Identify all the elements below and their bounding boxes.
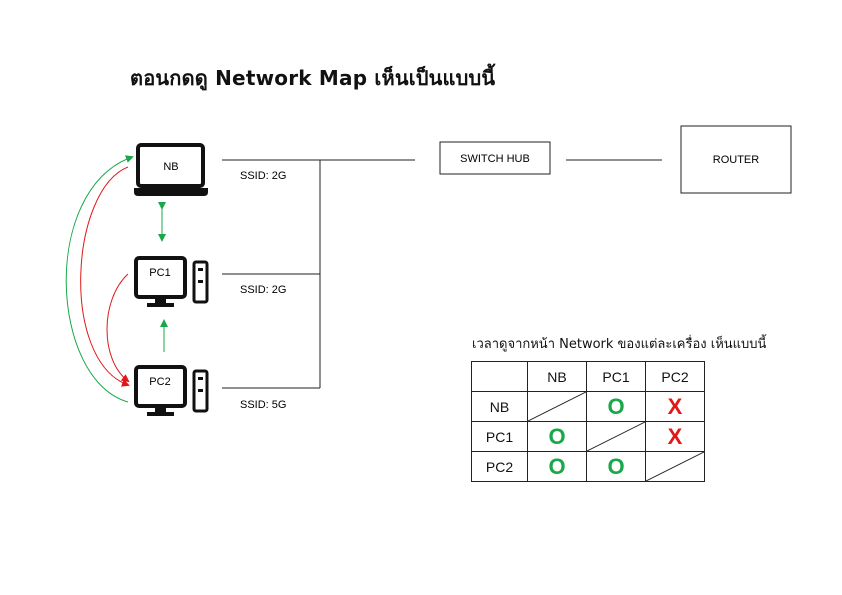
nb-ssid: SSID: 2G bbox=[240, 170, 286, 182]
network-links bbox=[222, 159, 662, 389]
not-visible-mark: X bbox=[667, 423, 683, 449]
matrix-cell: O bbox=[527, 451, 587, 482]
matrix-cell-self bbox=[527, 391, 587, 422]
matrix-cell: O bbox=[527, 421, 587, 452]
pc2-label: PC2 bbox=[149, 376, 170, 388]
page-title: ตอนกดดู Network Map เห็นเป็นแบบนี้ bbox=[130, 66, 496, 90]
switch-hub-label: SWITCH HUB bbox=[460, 153, 530, 165]
matrix-cell: X bbox=[645, 421, 705, 452]
pc1-to-pc2-arrow bbox=[106, 273, 130, 383]
visible-mark: O bbox=[607, 453, 625, 479]
pc1-ssid: SSID: 2G bbox=[240, 284, 286, 296]
switch-hub-box: SWITCH HUB bbox=[439, 141, 551, 175]
matrix-col-header: PC1 bbox=[586, 361, 646, 392]
desktop-pc-icon: PC1 bbox=[134, 256, 209, 307]
matrix-row: PC1 O X bbox=[471, 421, 705, 452]
desktop-pc-icon: PC2 bbox=[134, 365, 209, 416]
matrix-header-row: NB PC1 PC2 bbox=[471, 361, 705, 392]
matrix-corner-cell bbox=[471, 361, 528, 392]
visible-mark: O bbox=[548, 453, 566, 479]
visible-mark: O bbox=[548, 423, 566, 449]
router-box: ROUTER bbox=[680, 125, 792, 194]
matrix-cell: X bbox=[645, 391, 705, 422]
matrix-cell: O bbox=[586, 391, 646, 422]
matrix-caption: เวลาดูจากหน้า Network ของแต่ละเครื่อง เห… bbox=[472, 337, 767, 352]
nb-label: NB bbox=[163, 161, 178, 173]
laptop-icon: NB bbox=[134, 143, 208, 196]
matrix-col-header: PC2 bbox=[645, 361, 705, 392]
nb-to-pc2-arrow bbox=[80, 166, 130, 387]
matrix-row-header: PC1 bbox=[471, 421, 528, 452]
matrix-col-header: NB bbox=[527, 361, 587, 392]
pc2-to-nb-arrow bbox=[65, 155, 134, 403]
matrix-row-header: PC2 bbox=[471, 451, 528, 482]
visibility-matrix: NB PC1 PC2 NB O X PC1 O X PC2 O O bbox=[471, 361, 705, 482]
matrix-row: NB O X bbox=[471, 391, 705, 422]
pc2-ssid: SSID: 5G bbox=[240, 399, 286, 411]
matrix-row-header: NB bbox=[471, 391, 528, 422]
matrix-row: PC2 O O bbox=[471, 451, 705, 482]
router-label: ROUTER bbox=[713, 154, 760, 166]
matrix-cell-self bbox=[645, 451, 705, 482]
visible-mark: O bbox=[607, 393, 625, 419]
not-visible-mark: X bbox=[667, 393, 683, 419]
matrix-cell-self bbox=[586, 421, 646, 452]
matrix-cell: O bbox=[586, 451, 646, 482]
pc1-label: PC1 bbox=[149, 267, 170, 279]
